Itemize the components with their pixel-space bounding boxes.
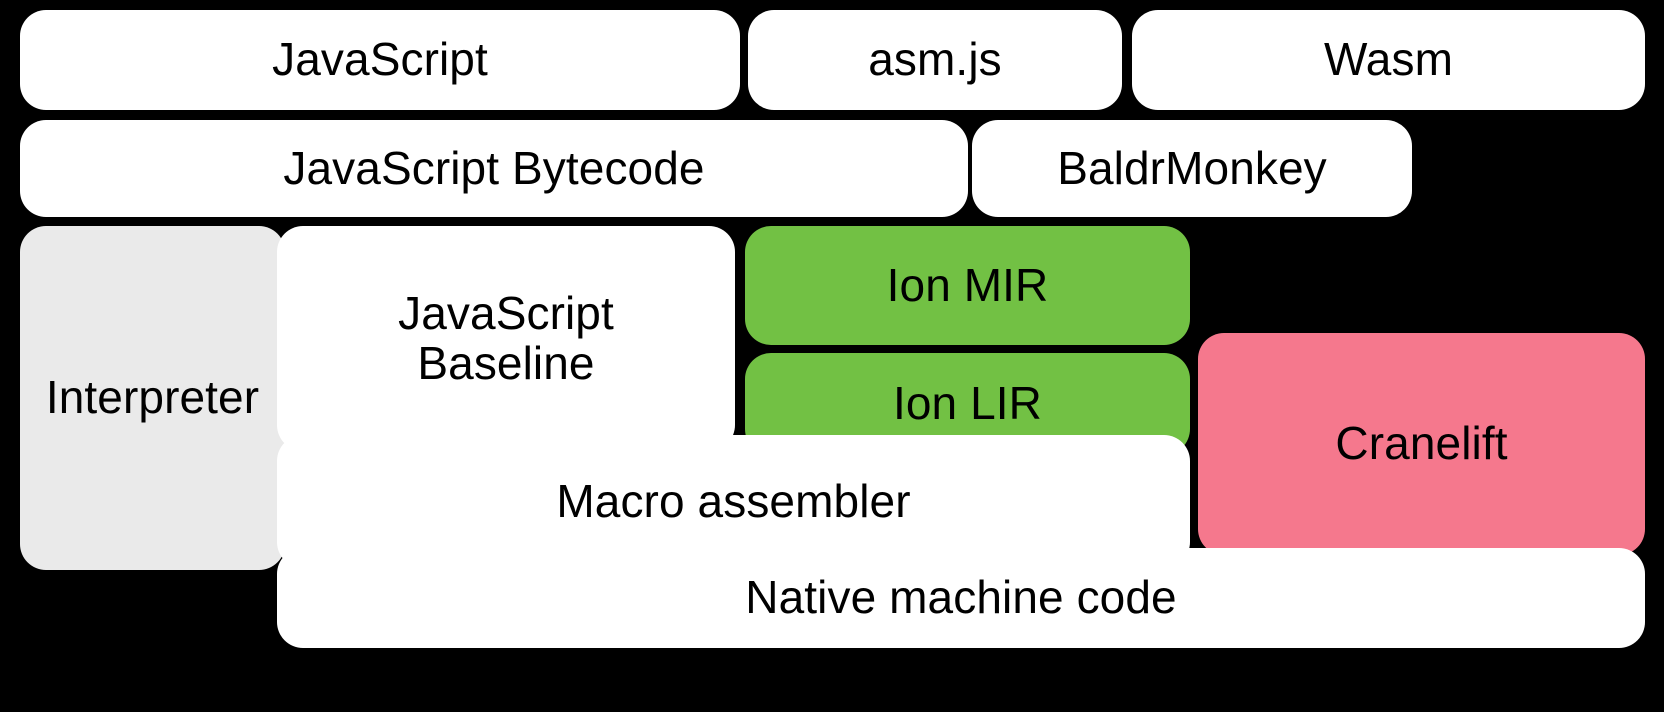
node-cranelift[interactable]: Cranelift — [1198, 333, 1645, 555]
node-ion-mir[interactable]: Ion MIR — [745, 226, 1190, 345]
node-native-machine-code[interactable]: Native machine code — [277, 548, 1645, 648]
node-macro-assembler[interactable]: Macro assembler — [277, 435, 1190, 568]
node-javascript-bytecode[interactable]: JavaScript Bytecode — [20, 120, 968, 217]
node-baldrmonkey[interactable]: BaldrMonkey — [972, 120, 1412, 217]
node-wasm[interactable]: Wasm — [1132, 10, 1645, 110]
node-asmjs[interactable]: asm.js — [748, 10, 1122, 110]
node-interpreter[interactable]: Interpreter — [20, 226, 285, 570]
node-javascript[interactable]: JavaScript — [20, 10, 740, 110]
node-javascript-baseline[interactable]: JavaScript Baseline — [277, 226, 735, 451]
